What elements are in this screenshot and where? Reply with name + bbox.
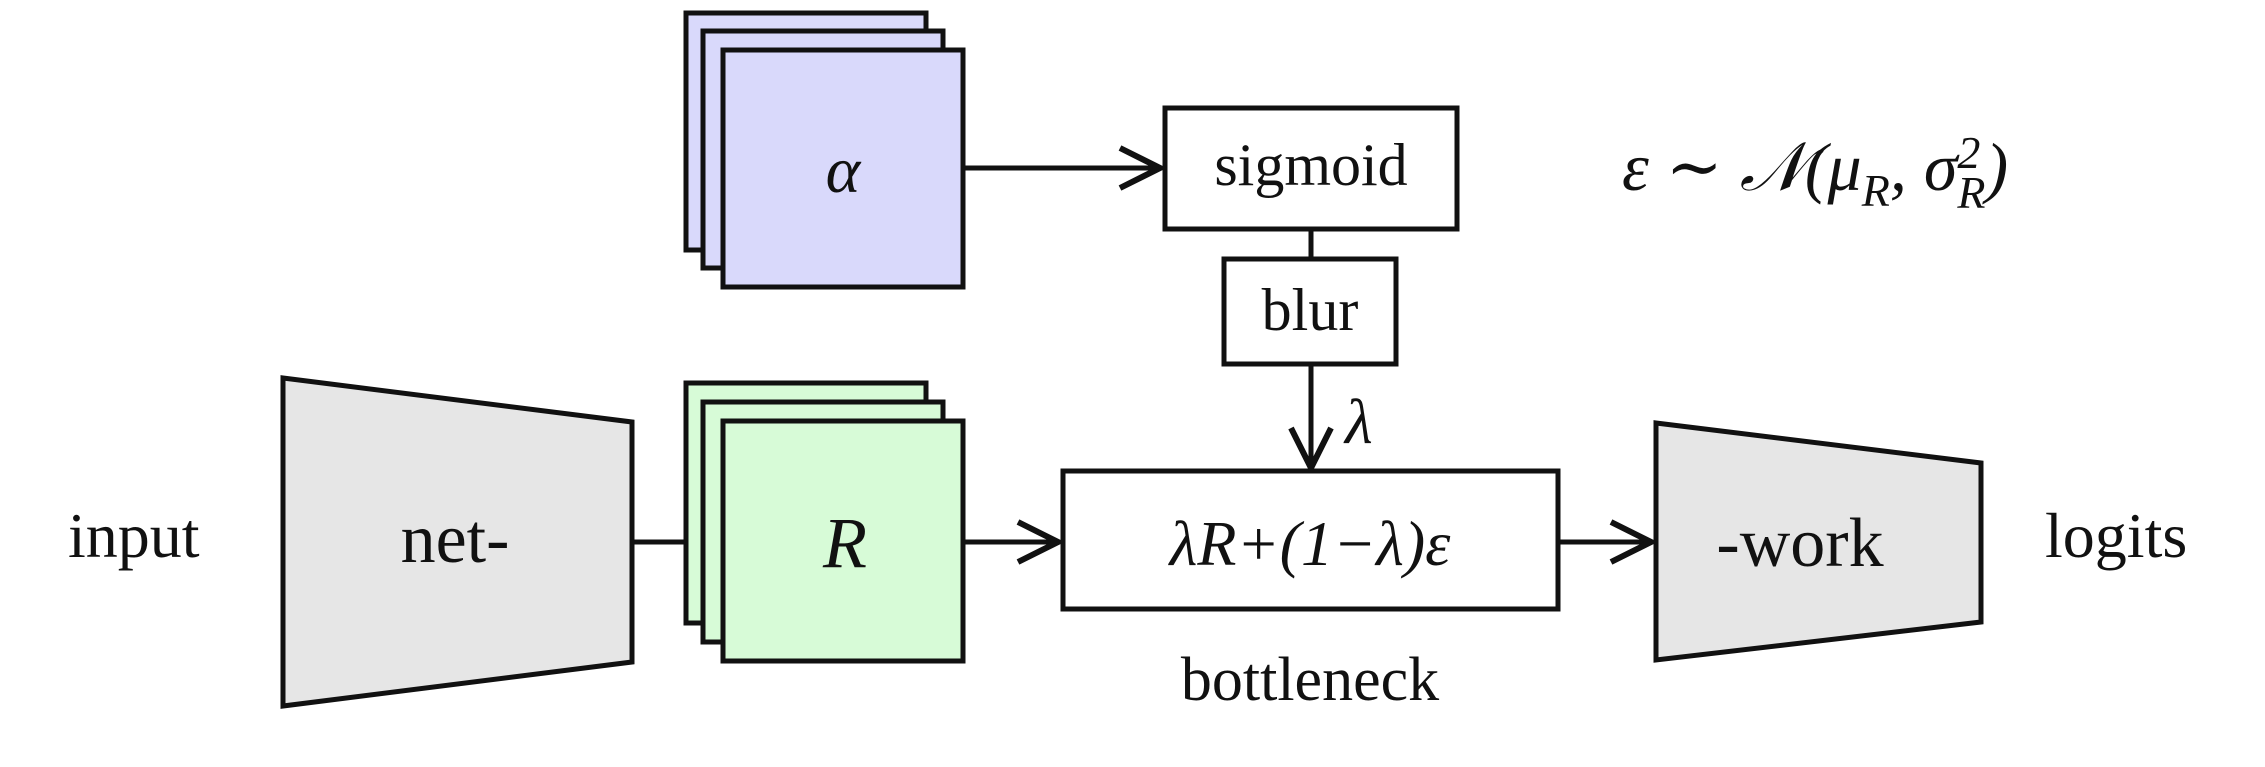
decoder-network: -work <box>1653 420 1984 663</box>
R-stack: R <box>683 380 966 664</box>
alpha-label: α <box>826 134 862 207</box>
R-layer-front <box>720 418 966 664</box>
blur-node: blur <box>1221 256 1399 367</box>
sigmoid-node: sigmoid <box>1162 105 1460 232</box>
alpha-stack: α <box>683 10 966 290</box>
bottleneck-formula: λR+(1−λ)ε <box>1168 508 1452 579</box>
alpha-layer-front <box>720 47 966 290</box>
lambda-label: λ <box>1343 386 1373 457</box>
bottleneck-caption: bottleneck <box>1181 646 1439 714</box>
encoder-network: net- <box>280 375 635 709</box>
bottleneck-node: λR+(1−λ)ε <box>1060 468 1561 612</box>
output-label: logits <box>2045 500 2187 571</box>
blur-box <box>1221 256 1399 367</box>
decoder-trapezoid <box>1653 420 1984 663</box>
R-label: R <box>822 503 867 583</box>
input-label: input <box>68 500 200 571</box>
blur-label: blur <box>1262 277 1359 343</box>
decoder-label: -work <box>1716 505 1883 582</box>
sigmoid-label: sigmoid <box>1214 132 1407 198</box>
encoder-trapezoid <box>280 375 635 709</box>
encoder-label: net- <box>401 501 510 578</box>
